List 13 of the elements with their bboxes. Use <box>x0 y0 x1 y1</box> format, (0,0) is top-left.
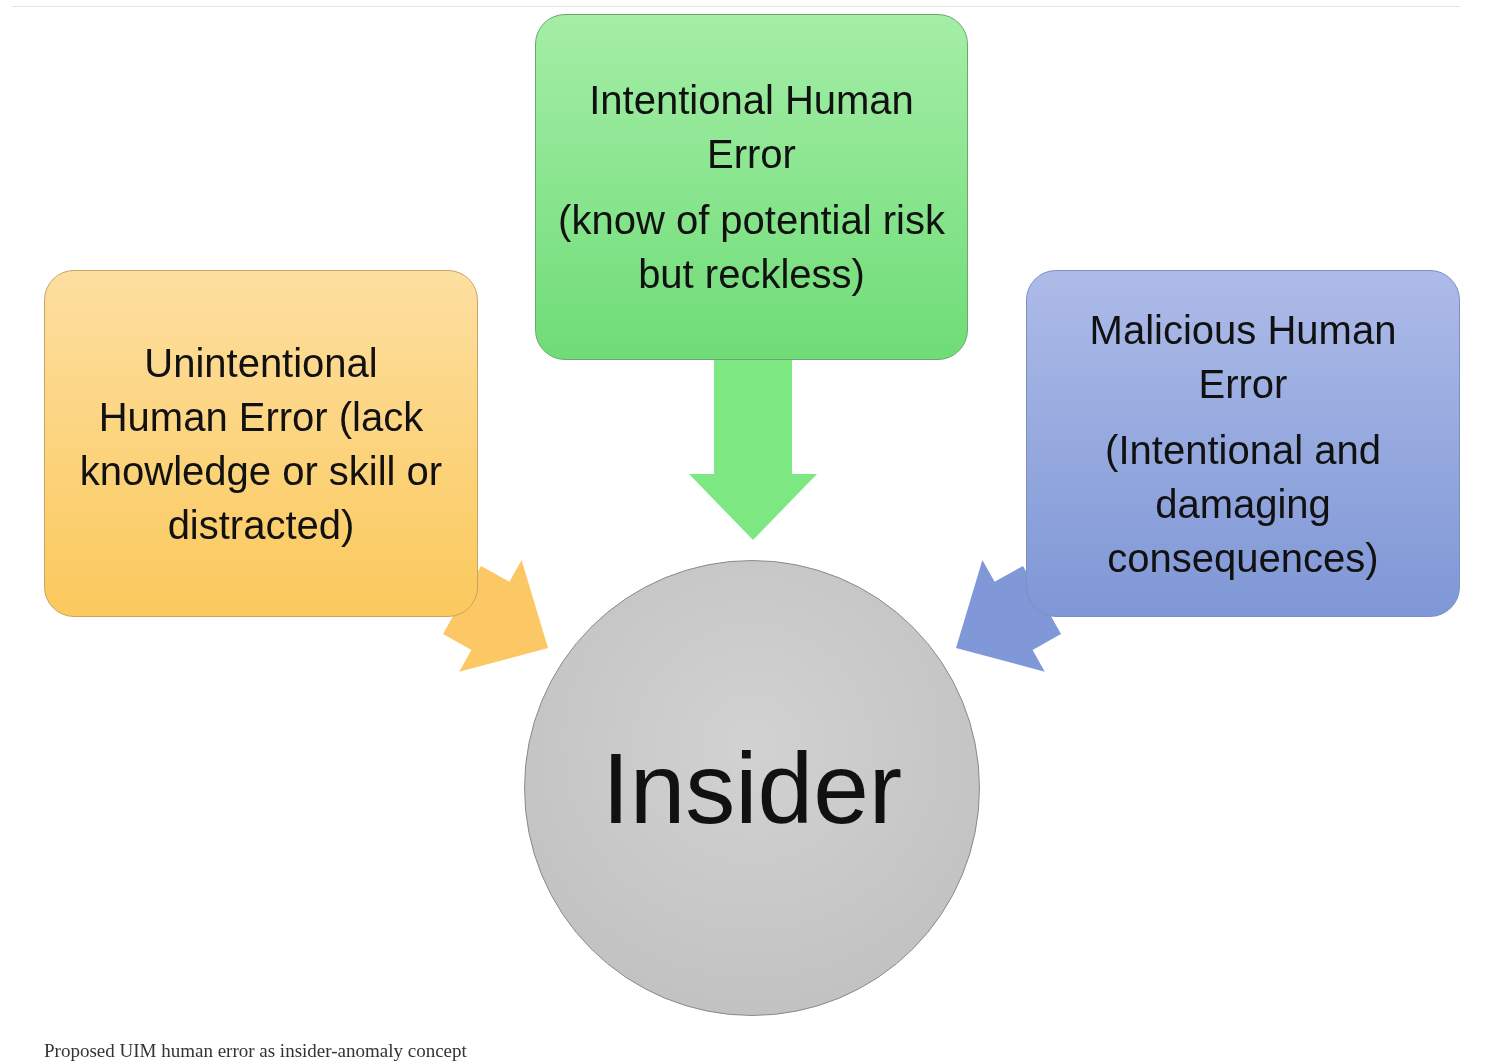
node-title: Malicious Human Error <box>1088 306 1398 408</box>
node-description: (Intentional and damaging consequences) <box>1104 426 1382 582</box>
block-arrow <box>689 360 817 540</box>
process-box <box>1026 270 1460 617</box>
node-description: (know of potential risk but reckless) <box>557 197 946 298</box>
block-arrow <box>956 559 1061 672</box>
node-title: Insider <box>601 733 903 843</box>
node-title: Unintentional Human Error (lack knowledge or skill or distracted) <box>78 339 444 549</box>
block-arrow <box>443 559 548 672</box>
process-box <box>44 270 478 617</box>
process-box <box>535 14 968 360</box>
node-title: Intentional Human Error <box>588 77 915 178</box>
caption: Proposed UIM human error as insider-anomaly concept <box>44 1040 467 1061</box>
